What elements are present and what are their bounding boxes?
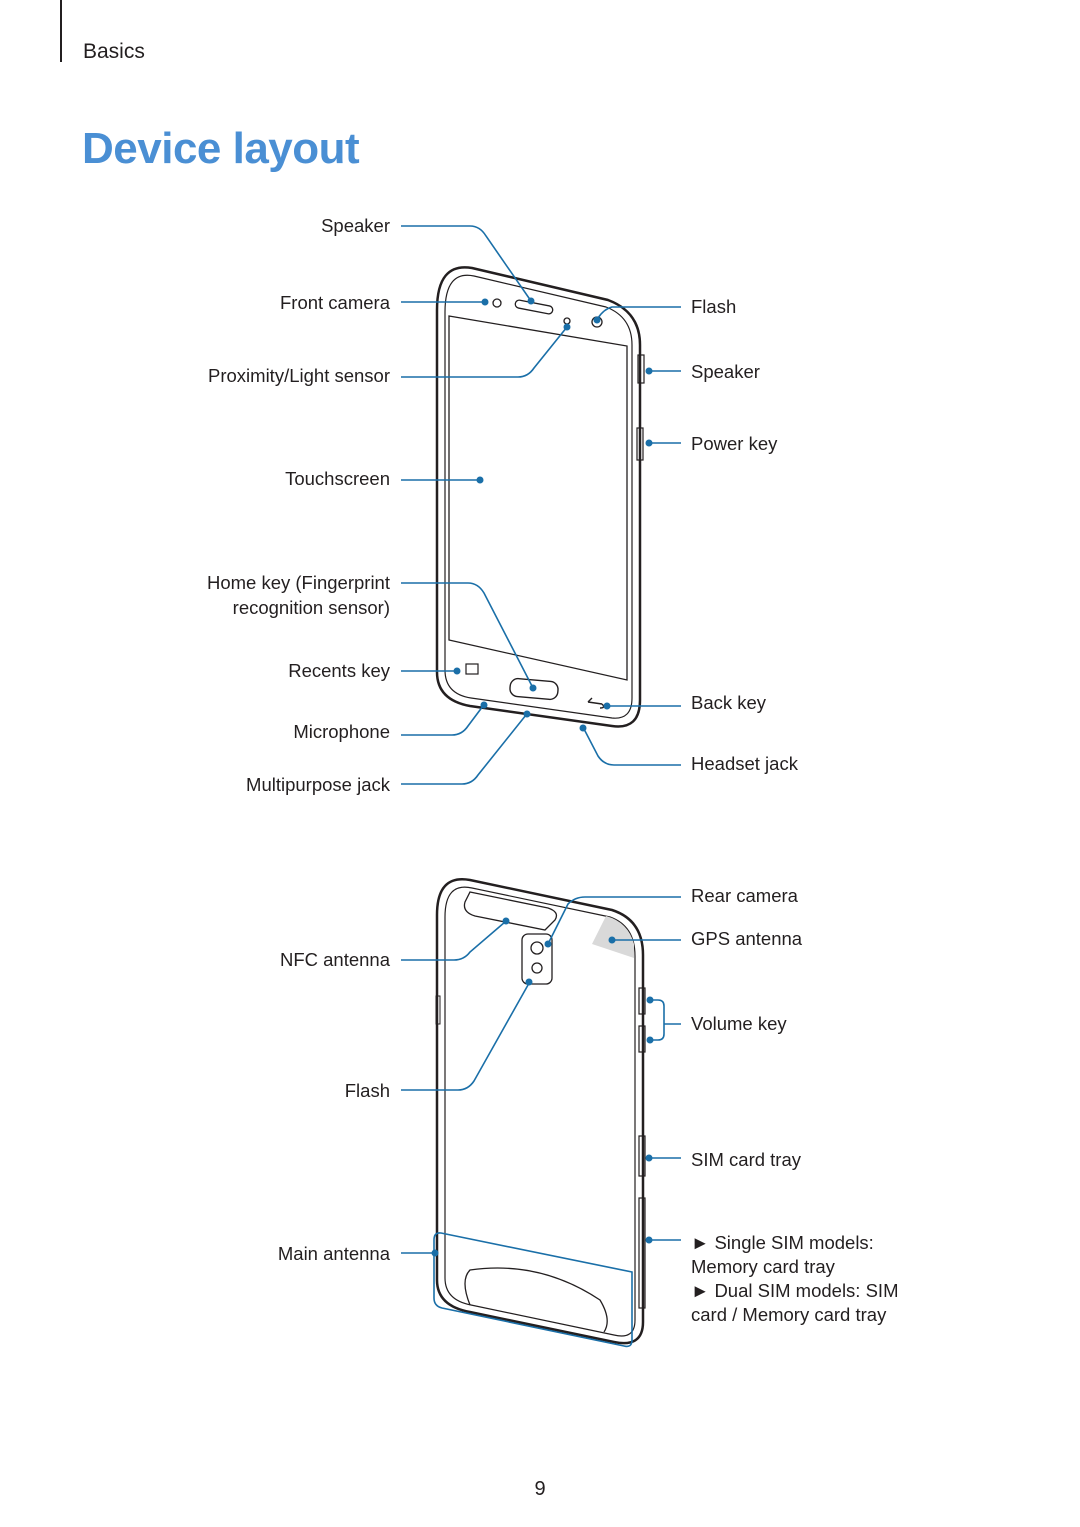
label-sim-card-tray: SIM card tray [691,1149,801,1170]
back-phone-illustration [435,877,646,1345]
label-proximity-sensor: Proximity/Light sensor [208,365,390,386]
back-callouts-left [401,917,633,1348]
label-volume-key: Volume key [691,1013,787,1034]
label-headset-jack: Headset jack [691,753,798,774]
front-callouts-left [401,225,571,785]
back-callouts-right [544,896,681,1244]
label-home-key-line1: Home key (Fingerprint [206,572,390,593]
label-touchscreen: Touchscreen [285,468,390,489]
page-number: 9 [534,1478,546,1500]
label-speaker-top: Speaker [321,215,390,236]
label-flash-rear: Flash [344,1080,390,1101]
label-flash-front: Flash [691,296,737,317]
label-rear-camera: Rear camera [691,885,798,906]
page-title: Device layout [82,124,360,173]
label-home-key-line2: recognition sensor) [232,597,390,618]
front-callouts-right [579,306,681,766]
section-rule [60,0,62,62]
label-back-key: Back key [691,692,767,713]
label-main-antenna: Main antenna [277,1243,390,1264]
label-dual-sim-note: ► Dual SIM models: SIM card / Memory car… [691,1280,899,1325]
label-recents-key: Recents key [288,660,390,681]
label-single-sim-note: ► Single SIM models: Memory card tray [691,1232,874,1277]
label-nfc-antenna: NFC antenna [279,949,390,970]
label-gps-antenna: GPS antenna [691,928,803,949]
label-multipurpose-jack: Multipurpose jack [246,774,390,795]
label-microphone: Microphone [293,721,390,742]
front-phone-illustration [435,266,645,728]
section-label: Basics [83,40,145,63]
label-power-key: Power key [691,433,778,454]
label-front-camera: Front camera [279,292,390,313]
label-speaker-side: Speaker [691,361,760,382]
